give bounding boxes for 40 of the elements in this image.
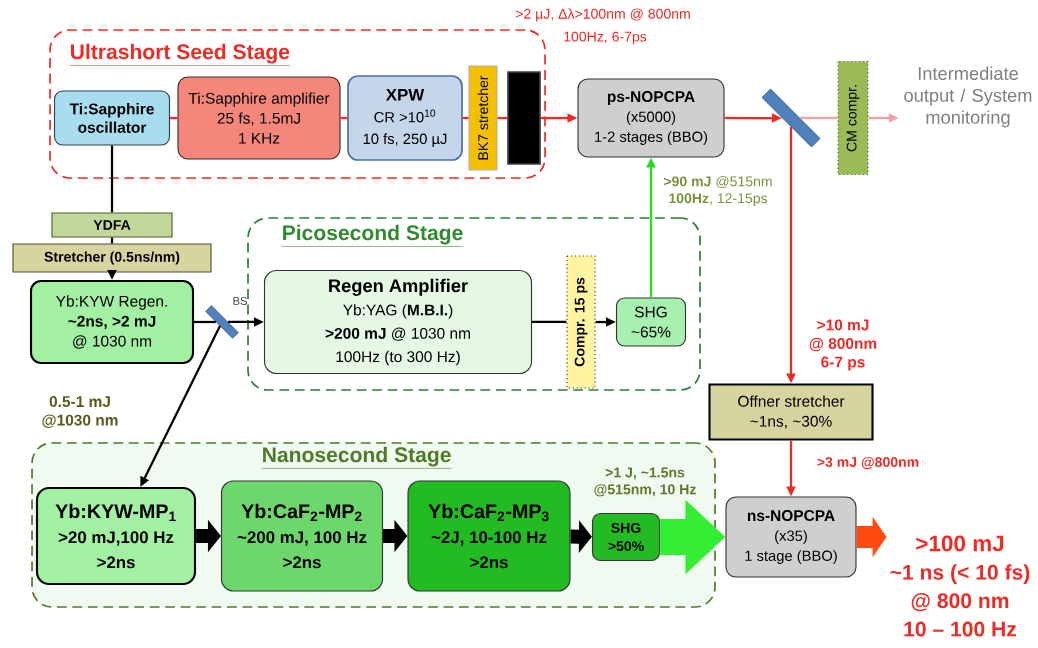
beam-line	[170, 116, 178, 120]
edge-label: >1 J, ~1.5ns @515nm, 10 Hz	[589, 465, 701, 499]
edge-label: >90 mJ @515nm 100Hz, 12-15ps	[658, 173, 778, 209]
compressor-bar: CM compr.	[837, 60, 869, 176]
component-box: ps-NOPCPA (x5000) 1-2 stages (BBO)	[577, 78, 725, 158]
beam-line	[497, 116, 508, 120]
compressor-bar: Compr. 15 ps	[566, 255, 596, 389]
beam-line	[194, 320, 216, 324]
edge-label: >3 mJ @800nm	[814, 454, 922, 472]
edge-label: >10 mJ @ 800nm 6-7 ps	[805, 317, 881, 373]
beam-line	[110, 237, 114, 244]
component-box: Offner stretcher ~1ns, ~30%	[708, 383, 874, 441]
beam-line	[532, 320, 567, 324]
beam-spec-label: 100Hz, 6-7ps	[564, 31, 647, 45]
beam-line	[110, 145, 114, 213]
component-box: SHG ~65%	[615, 297, 687, 347]
stretcher-bar: BK7 stretcher	[468, 65, 498, 171]
filter-box	[507, 71, 541, 165]
component-box: Ti:Sapphire amplifier 25 fs, 1.5mJ 1 KHz	[177, 76, 341, 160]
component-box: ns-NOPCPA (x35) 1 stage (BBO)	[725, 496, 857, 578]
note-text: Intermediate output / System monitoring	[904, 66, 1032, 128]
beam-line	[800, 116, 838, 120]
beam-spec-label: >2 µJ, Δλ>100nm @ 800nm	[515, 8, 690, 22]
component-box: Yb:CaF$_{2}$-MP$_{2}$ ~200 mJ, 100 Hz >2ns	[220, 480, 384, 592]
beam-splitter	[205, 305, 239, 339]
component-box: Ti:Sapphire oscillator	[53, 90, 171, 146]
mirror	[761, 88, 821, 148]
edge-label: 0.5-1 mJ @1030 nm	[37, 394, 123, 430]
component-box: XPW CR >10$^{10}$ 10 fs, 250 µJ	[347, 75, 463, 161]
component-label: BS	[233, 297, 247, 305]
component-box: Yb:KYW-MP$_{1}$ >20 mJ,100 Hz >2ns	[35, 486, 197, 586]
component-box: Stretcher (0.5ns/nm)	[12, 243, 212, 273]
beam-line	[340, 116, 348, 120]
output-spec-text: >100 mJ ~1 ns (< 10 fs) @ 800 nm 10 – 100 Hz	[890, 535, 1030, 637]
component-box: Yb:CaF$_{2}$-MP$_{3}$ ~2J, 10-100 Hz >2ns	[407, 480, 571, 592]
component-box: SHG >50%	[591, 512, 661, 562]
component-box: Yb:KYW Regen. ~2ns, >2 mJ @ 1030 nm	[29, 279, 195, 365]
component-box: Regen Amplifier Yb:YAG (M.B.I.) >200 mJ @ 1030 nm 100Hz (to 300 Hz)	[263, 269, 533, 375]
beam-line	[462, 116, 469, 120]
component-box: YDFA	[51, 212, 173, 238]
